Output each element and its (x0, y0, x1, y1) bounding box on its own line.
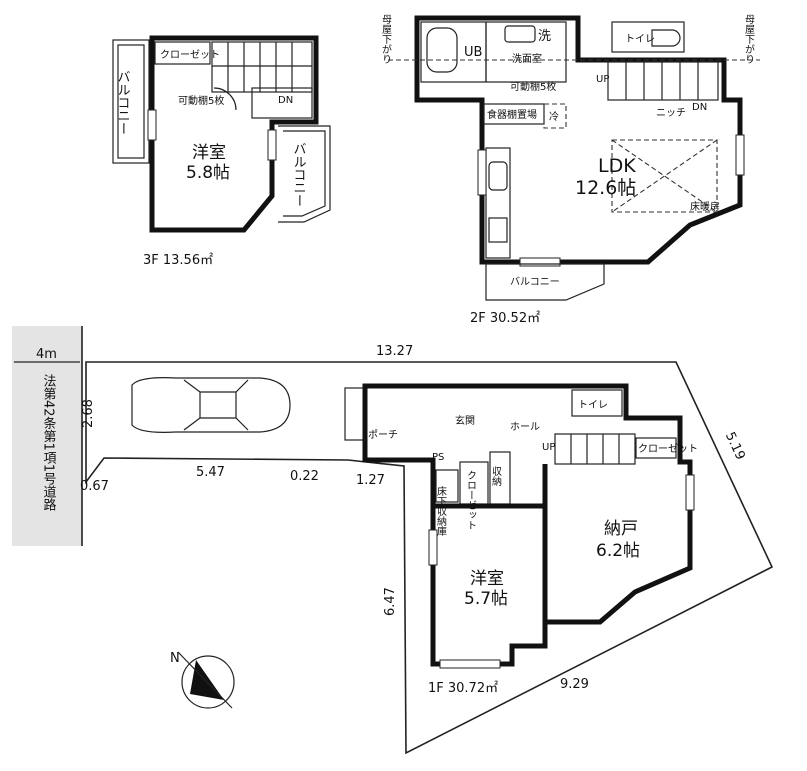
floor-2f: 母屋下がり 母屋下がり UB 洗 洗面室 トイレ 可動棚5枚 食器棚置場 冷 U… (380, 14, 760, 326)
closet-3f (154, 41, 211, 65)
closet-1f-hall-label: クローゼット (638, 443, 698, 455)
floor-1f: ポーチ 玄関 ホール トイレ UP クローゼット PS 床下収納庫 クローゼット… (344, 383, 698, 696)
shelf-3f-label: 可動棚5枚 (178, 94, 224, 107)
north-label: N (170, 651, 180, 666)
stairs-1f (554, 433, 636, 465)
room-1f-western-size: 5.7帖 (464, 589, 508, 609)
balcony-2f-label: バルコニー (510, 276, 560, 288)
porch-label: ポーチ (368, 429, 398, 441)
toilet-1f-label: トイレ (578, 400, 608, 411)
stairs-2f-dn: DN (692, 102, 707, 113)
stairs-1f-up: UP (542, 442, 555, 453)
sink (488, 161, 508, 191)
balcony-3f-left-label: バルコニー (115, 70, 131, 135)
stairs-2f-up: UP (596, 74, 609, 85)
floor-heating-label: 床暖房 (690, 200, 720, 213)
room-3f-western-name: 洋室 (192, 143, 226, 163)
pantry-label: 食器棚置場 (487, 108, 537, 121)
floor-2f-label: 2F 30.52㎡ (470, 311, 540, 326)
entrance-label: 玄関 (455, 414, 475, 427)
toilet-1f (571, 389, 623, 417)
floor-heating-zone (611, 139, 718, 213)
dim-left-diag: 0.67 (80, 479, 109, 494)
roof-drop-right: 母屋下がり (743, 14, 755, 64)
toilet-2f (611, 21, 685, 53)
stove (488, 217, 508, 243)
road (12, 326, 82, 546)
north-compass: N (170, 651, 235, 709)
site: 4m 法第42条第1項1号道路 13.27 2.68 0.67 5.47 0.2… (12, 326, 774, 755)
underfloor-storage (435, 469, 459, 503)
balcony-3f-left (112, 39, 150, 164)
niche-label: ニッチ (656, 107, 686, 119)
balcony-3f-right (278, 125, 331, 223)
closet-1f-hall (635, 437, 677, 459)
room-3f-western-size: 5.8帖 (186, 163, 230, 183)
stairs-3f (211, 41, 313, 93)
dim-right: 5.19 (722, 430, 748, 463)
fridge-label: 冷 (549, 110, 559, 123)
toilet-2f-label: トイレ (625, 34, 655, 45)
closet-3f-label: クローゼット (160, 49, 220, 61)
car-icon (131, 377, 291, 433)
floor-1f-label: 1F 30.72㎡ (428, 681, 498, 696)
road-label: 法第42条第1項1号道路 (41, 374, 57, 512)
fridge-space (543, 103, 567, 129)
room-1f-storage-size: 6.2帖 (596, 541, 640, 561)
house-1f-outline (362, 383, 693, 667)
washroom-label: 洗面室 (512, 52, 542, 65)
hall-label: ホール (510, 421, 540, 433)
stairs-2f (607, 61, 719, 101)
lot-boundary (85, 361, 774, 755)
dim-bottom: 9.29 (560, 677, 589, 692)
ldk-2f-outline (414, 15, 743, 265)
stairs-3f-dn: DN (278, 95, 293, 106)
floor-3f-label: 3F 13.56㎡ (143, 253, 213, 268)
dim-left-long: 6.47 (383, 587, 398, 616)
washer-label: 洗 (538, 29, 551, 44)
floor-3f: バルコニー クローゼット DN 可動棚5枚 洋室 5.8帖 バルコニー 3F 1… (112, 35, 331, 268)
balcony-3f-right-label: バルコニー (291, 142, 307, 207)
ldk-name: LDK (598, 155, 636, 177)
roof-drop-left: 母屋下がり (380, 14, 392, 64)
dim-left-upper: 2.68 (81, 399, 96, 428)
underfloor-label: 床下収納庫 (435, 485, 447, 537)
ub-label: UB (464, 45, 482, 60)
ps-label: PS (432, 452, 444, 463)
room-1f-western-name: 洋室 (470, 569, 504, 589)
washroom (485, 21, 567, 83)
dim-top: 13.27 (376, 344, 413, 359)
balcony-2f (485, 263, 605, 301)
ldk-size: 12.6帖 (575, 177, 636, 199)
road-width: 4m (36, 347, 57, 362)
kitchen-counter (485, 147, 511, 259)
dim-mid: 5.47 (196, 465, 225, 480)
shelf-2f-label: 可動棚5枚 (510, 80, 556, 93)
dim-step2: 1.27 (356, 473, 385, 488)
storage-1f-label: 収納 (490, 466, 502, 487)
porch-steps (344, 387, 366, 441)
room-1f-storage-name: 納戸 (604, 519, 638, 539)
dim-step1: 0.22 (290, 469, 319, 484)
closet-1f-label: クローゼット (465, 470, 477, 530)
